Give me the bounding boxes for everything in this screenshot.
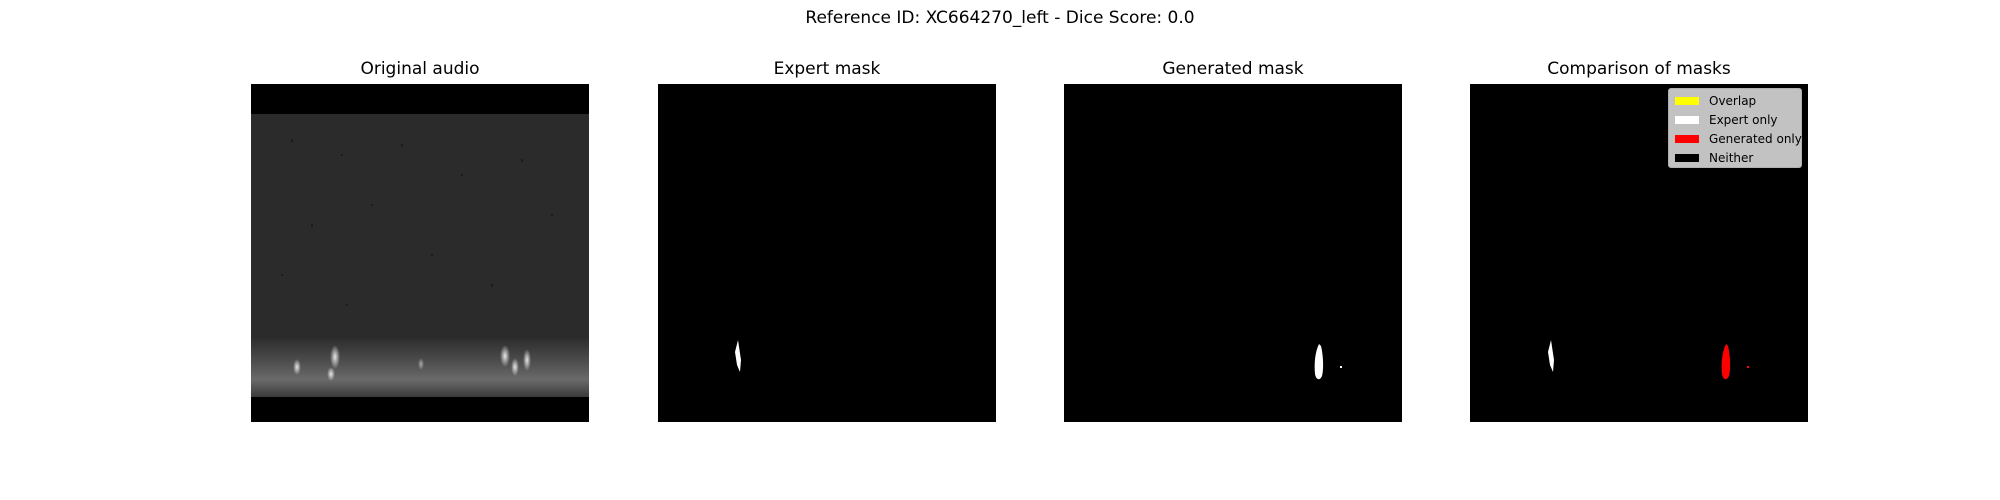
- legend-swatch-expert-only: [1675, 115, 1699, 124]
- legend-item-neither: Neither: [1675, 148, 1795, 167]
- panel-title-expert-mask: Expert mask: [773, 59, 881, 79]
- legend-swatch-overlap: [1675, 96, 1699, 105]
- panel-title-comparison: Comparison of masks: [1547, 59, 1731, 79]
- expert-only-region: [1548, 340, 1554, 372]
- figure-title: Reference ID: XC664270_left - Dice Score…: [805, 8, 1195, 28]
- expert-mask-shape: [735, 340, 741, 372]
- legend-swatch-neither: [1675, 153, 1699, 162]
- panel-title-original-audio: Original audio: [360, 59, 480, 79]
- spectrogram-image: [251, 114, 589, 397]
- original-audio-spectrogram: [251, 84, 589, 422]
- comparison-mask-shapes: [1548, 340, 1749, 380]
- legend-label: Generated only: [1709, 131, 1802, 146]
- legend-label: Expert only: [1709, 112, 1778, 127]
- generated-mask-image: [1064, 84, 1402, 422]
- generated-only-region: [1721, 344, 1731, 380]
- legend-label: Neither: [1709, 150, 1754, 165]
- panel-title-generated-mask: Generated mask: [1162, 59, 1304, 79]
- bird-call-blobs: [293, 345, 531, 381]
- legend-label: Overlap: [1709, 93, 1757, 108]
- comparison-mask-image: Overlap Expert only Generated only Neith…: [1470, 84, 1808, 422]
- generated-mask-shape: [1314, 344, 1342, 380]
- legend-item-expert-only: Expert only: [1675, 110, 1795, 129]
- legend-swatch-generated-only: [1675, 134, 1699, 143]
- expert-mask-image: [658, 84, 996, 422]
- legend: Overlap Expert only Generated only Neith…: [1668, 88, 1802, 168]
- legend-item-overlap: Overlap: [1675, 91, 1795, 110]
- legend-item-generated-only: Generated only: [1675, 129, 1802, 148]
